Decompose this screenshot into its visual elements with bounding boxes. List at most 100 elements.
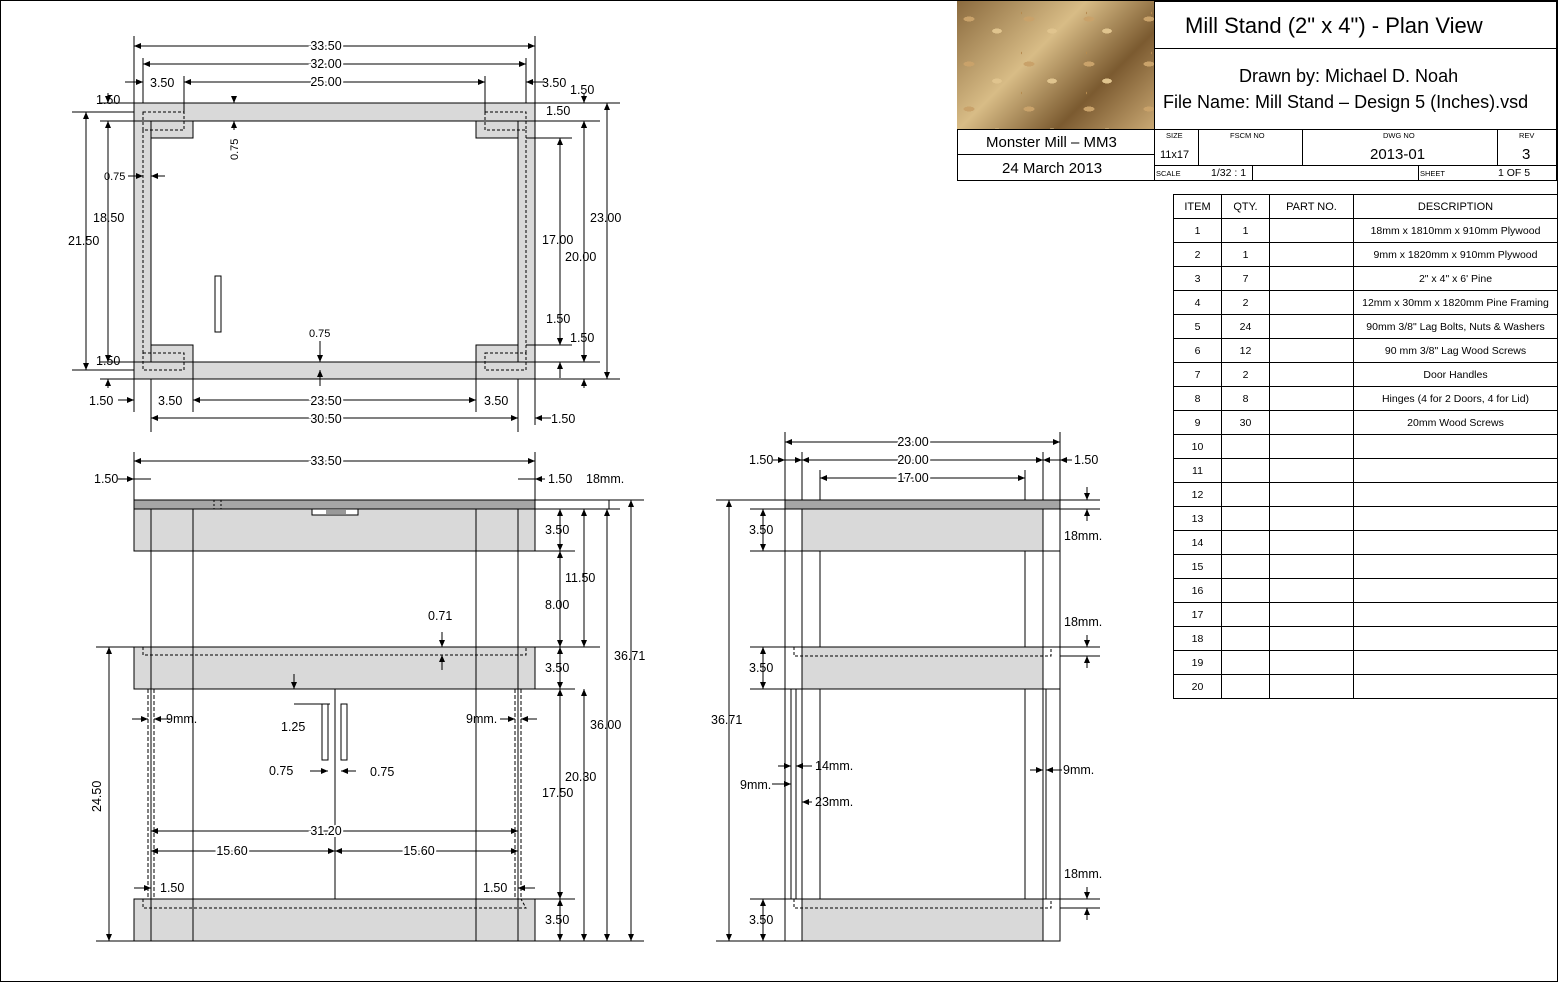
dim-label: 20.00 (565, 250, 596, 264)
dim-label: 9mm. (740, 778, 771, 792)
cell-part-no (1269, 650, 1354, 675)
cell-item: 12 (1173, 482, 1222, 507)
dim-label: 31.20 (310, 824, 341, 838)
fscm-label: FSCM NO (1230, 131, 1265, 140)
cell-description: 20mm Wood Screws (1353, 410, 1558, 435)
cell-description (1353, 458, 1558, 483)
dim-label: 20.00 (897, 453, 928, 467)
cell-description (1353, 650, 1558, 675)
dim-label: 15.60 (216, 844, 247, 858)
dim-label: 9mm. (466, 712, 497, 726)
plan-view (72, 36, 620, 432)
cell-item: 20 (1173, 674, 1222, 699)
table-row: 13 (1173, 506, 1558, 531)
cell-part-no (1269, 626, 1354, 651)
cell-item: 1 (1173, 218, 1222, 243)
dim-label: 17.50 (542, 786, 573, 800)
cell-part-no (1269, 674, 1354, 699)
author-box: Drawn by: Michael D. Noah File Name: Mil… (1154, 48, 1557, 130)
header-description: DESCRIPTION (1353, 194, 1558, 219)
cell-part-no (1269, 242, 1354, 267)
cell-item: 19 (1173, 650, 1222, 675)
dim-label: 21.50 (68, 234, 99, 248)
dim-label: 18mm. (586, 472, 624, 486)
table-row: 12 (1173, 482, 1558, 507)
dim-label: 1.50 (160, 881, 184, 895)
dim-label: 1.50 (749, 453, 773, 467)
dim-label: 0.75 (370, 765, 394, 779)
cell-qty (1221, 458, 1270, 483)
dim-label: 23.00 (590, 211, 621, 225)
cell-item: 7 (1173, 362, 1222, 387)
cell-part-no (1269, 578, 1354, 603)
cell-description: Hinges (4 for 2 Doors, 4 for Lid) (1353, 386, 1558, 411)
dim-label: 25.00 (310, 75, 341, 89)
file-name: File Name: Mill Stand – Design 5 (Inches… (1163, 92, 1529, 112)
dim-label: 1.50 (94, 472, 118, 486)
cell-qty (1221, 674, 1270, 699)
cell-description (1353, 626, 1558, 651)
dwg-box: DWG NO 2013-01 (1302, 129, 1498, 166)
dim-label: 18mm. (1064, 867, 1102, 881)
cell-description (1353, 602, 1558, 627)
fscm-box: FSCM NO (1198, 129, 1303, 166)
cell-item: 14 (1173, 530, 1222, 555)
dim-label: 0.75 (269, 764, 293, 778)
dim-label: 3.50 (542, 76, 566, 90)
dim-label: 1.50 (89, 394, 113, 408)
dim-label: 3.50 (484, 394, 508, 408)
cell-item: 4 (1173, 290, 1222, 315)
size-value: 11x17 (1160, 149, 1190, 161)
dim-label: 1.50 (570, 83, 594, 97)
cell-qty: 2 (1221, 290, 1270, 315)
cell-part-no (1269, 482, 1354, 507)
cell-description: 12mm x 30mm x 1820mm Pine Framing (1353, 290, 1558, 315)
header-item: ITEM (1173, 194, 1222, 219)
dim-label: 20.30 (565, 770, 596, 784)
dim-label: 3.50 (150, 76, 174, 90)
dim-label: 15.60 (403, 844, 434, 858)
table-row: 18 (1173, 626, 1558, 651)
cell-part-no (1269, 530, 1354, 555)
cell-description: 18mm x 1810mm x 910mm Plywood (1353, 218, 1558, 243)
cell-part-no (1269, 314, 1354, 339)
cell-item: 9 (1173, 410, 1222, 435)
dim-label: 36.00 (590, 718, 621, 732)
dim-label: 36.71 (614, 649, 645, 663)
dim-label: 3.50 (749, 661, 773, 675)
dim-label: 1.50 (546, 104, 570, 118)
dim-label: 17.00 (897, 471, 928, 485)
drawn-by: Drawn by: Michael D. Noah (1239, 66, 1459, 86)
grain-photo (957, 1, 1154, 129)
cell-item: 10 (1173, 434, 1222, 459)
dim-label: 1.25 (281, 720, 305, 734)
dim-label: 18mm. (1064, 615, 1102, 629)
cell-description (1353, 434, 1558, 459)
dim-label: 9mm. (1063, 763, 1094, 777)
table-row: 17 (1173, 602, 1558, 627)
table-row: 20 (1173, 674, 1558, 699)
cell-item: 8 (1173, 386, 1222, 411)
cell-qty: 1 (1221, 242, 1270, 267)
sheet-label: SHEET (1420, 169, 1446, 178)
cell-qty (1221, 650, 1270, 675)
drawing-title: Mill Stand (2" x 4") - Plan View (1185, 13, 1483, 38)
dim-label: 3.50 (545, 913, 569, 927)
dim-label: 1.50 (546, 312, 570, 326)
cell-qty (1221, 602, 1270, 627)
cell-qty: 8 (1221, 386, 1270, 411)
dim-label: 14mm. (815, 759, 853, 773)
cell-part-no (1269, 554, 1354, 579)
cell-item: 6 (1173, 338, 1222, 363)
size-label: SIZE (1166, 131, 1183, 140)
dim-label: 1.50 (548, 472, 572, 486)
cell-item: 18 (1173, 626, 1222, 651)
dim-label: 30.50 (310, 412, 341, 426)
cell-item: 3 (1173, 266, 1222, 291)
cell-item: 17 (1173, 602, 1222, 627)
cell-item: 16 (1173, 578, 1222, 603)
